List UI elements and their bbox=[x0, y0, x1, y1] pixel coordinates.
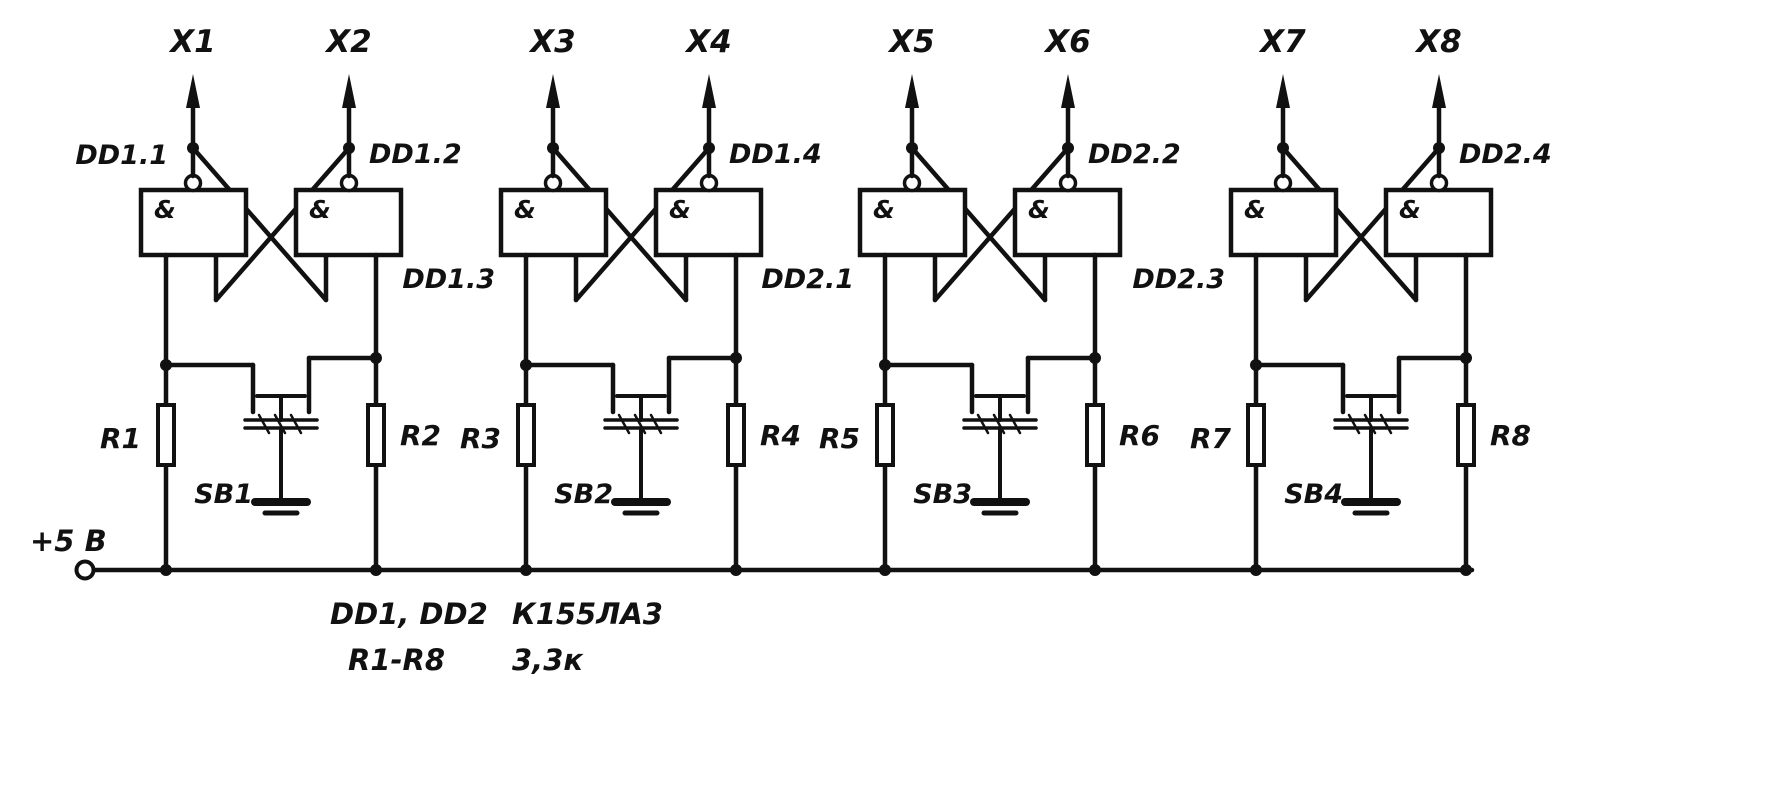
nand-gate-box bbox=[138, 187, 249, 258]
pushbutton bbox=[617, 413, 631, 435]
gate-and-symbol: & bbox=[309, 195, 331, 224]
resistor bbox=[1246, 403, 1266, 467]
resistor bbox=[875, 403, 895, 467]
output-label: X4 bbox=[684, 24, 731, 60]
output-label: X8 bbox=[1414, 24, 1461, 60]
output-arrow bbox=[186, 74, 200, 108]
resistor bbox=[366, 403, 386, 467]
output-label: X3 bbox=[528, 24, 575, 60]
power-terminal bbox=[74, 559, 96, 581]
nand-gate-box bbox=[1228, 187, 1339, 258]
output-label: X2 bbox=[324, 24, 371, 60]
cross-coupling-wire bbox=[932, 145, 1071, 303]
resistor-label: R3 bbox=[460, 422, 501, 455]
resistor-label: R2 bbox=[400, 419, 441, 452]
resistor-label: R7 bbox=[1190, 422, 1232, 455]
pushbutton bbox=[273, 413, 287, 435]
gate-label: DD2.1 bbox=[761, 264, 854, 295]
nand-gate-box bbox=[498, 187, 609, 258]
resistor-label: R4 bbox=[760, 419, 801, 452]
output-arrow bbox=[546, 74, 560, 108]
resistor bbox=[156, 403, 176, 467]
junction-dot bbox=[906, 142, 918, 154]
gate-label: DD1.3 bbox=[402, 264, 495, 295]
junction-dot bbox=[187, 142, 199, 154]
gate-label: DD2.2 bbox=[1088, 139, 1181, 170]
gate-label: DD1.2 bbox=[369, 139, 462, 170]
cross-coupling-wire bbox=[573, 145, 712, 303]
output-arrow bbox=[1432, 74, 1446, 108]
cross-coupling-wire bbox=[1303, 145, 1442, 303]
note-value: К155ЛА3 bbox=[512, 597, 663, 631]
button-label: SB2 bbox=[554, 479, 613, 510]
button-label: SB4 bbox=[1284, 479, 1343, 510]
resistor-label: R8 bbox=[1490, 419, 1531, 452]
output-label: X6 bbox=[1043, 24, 1090, 60]
pushbutton bbox=[976, 413, 990, 435]
resistor bbox=[1085, 403, 1105, 467]
output-arrow bbox=[342, 74, 356, 108]
junction-dot bbox=[703, 142, 715, 154]
pushbutton bbox=[1379, 413, 1393, 435]
output-arrow bbox=[1061, 74, 1075, 108]
output-label: X5 bbox=[887, 24, 934, 60]
junction-dot bbox=[1062, 142, 1074, 154]
gate-and-symbol: & bbox=[1244, 195, 1266, 224]
note-value: 3,3к bbox=[512, 643, 584, 677]
output-arrow bbox=[905, 74, 919, 108]
output-label: X7 bbox=[1258, 24, 1306, 60]
resistor bbox=[1456, 403, 1476, 467]
pushbutton bbox=[1347, 413, 1361, 435]
pushbutton bbox=[289, 413, 303, 435]
output-arrow bbox=[702, 74, 716, 108]
resistor bbox=[516, 403, 536, 467]
gate-and-symbol: & bbox=[873, 195, 895, 224]
button-label: SB3 bbox=[913, 479, 972, 510]
gate-and-symbol: & bbox=[1028, 195, 1050, 224]
gate-and-symbol: & bbox=[514, 195, 536, 224]
resistor-label: R6 bbox=[1119, 419, 1160, 452]
gate-and-symbol: & bbox=[154, 195, 176, 224]
note-label: DD1, DD2 bbox=[330, 597, 488, 631]
gate-label: DD2.4 bbox=[1459, 139, 1552, 170]
junction-dot bbox=[547, 142, 559, 154]
cross-coupling-wire bbox=[1280, 145, 1419, 303]
pushbutton bbox=[992, 413, 1006, 435]
cross-coupling-wire bbox=[550, 145, 689, 303]
gate-label: DD2.3 bbox=[1132, 264, 1225, 295]
pushbutton bbox=[1008, 413, 1022, 435]
resistor-label: R5 bbox=[819, 422, 860, 455]
resistor-label: R1 bbox=[100, 422, 141, 455]
button-label: SB1 bbox=[194, 479, 253, 510]
output-label: X1 bbox=[168, 24, 215, 60]
pushbutton bbox=[649, 413, 663, 435]
output-arrow bbox=[1276, 74, 1290, 108]
gate-label: DD1.1 bbox=[75, 140, 168, 171]
pushbutton bbox=[633, 413, 647, 435]
cross-coupling-wire bbox=[909, 145, 1048, 303]
power-label: +5 В bbox=[30, 524, 107, 558]
cross-coupling-wire bbox=[190, 145, 329, 303]
pushbutton bbox=[1363, 413, 1377, 435]
gate-and-symbol: & bbox=[1399, 195, 1421, 224]
resistor bbox=[726, 403, 746, 467]
junction-dot bbox=[1277, 142, 1289, 154]
junction-dot bbox=[1433, 142, 1445, 154]
nand-gate-box bbox=[293, 187, 404, 258]
gate-label: DD1.4 bbox=[729, 139, 822, 170]
gate-and-symbol: & bbox=[669, 195, 691, 224]
nand-gate-box bbox=[1383, 187, 1494, 258]
note-label: R1-R8 bbox=[348, 643, 445, 677]
pushbutton bbox=[257, 413, 271, 435]
cross-coupling-wire bbox=[213, 145, 352, 303]
junction-dot bbox=[343, 142, 355, 154]
